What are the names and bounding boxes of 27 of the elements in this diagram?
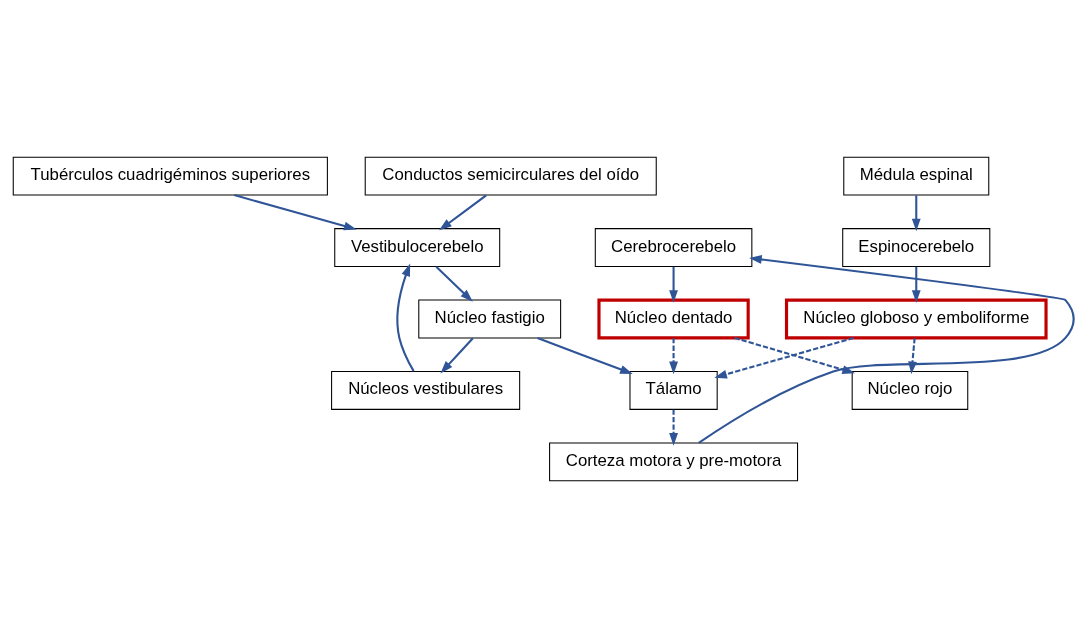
arrow: [669, 266, 678, 303]
node-box: Núcleo rojo: [851, 370, 969, 410]
arrow: [396, 263, 415, 372]
arrow: [698, 254, 1075, 444]
node-box: Corteza motora y pre-motora: [549, 441, 799, 481]
arrow: [734, 336, 855, 374]
node-box: Núcleo globoso y emboliforme: [784, 298, 1048, 339]
node-box: Tubérculos cuadrigéminos superiores: [12, 156, 328, 196]
arrow: [714, 336, 854, 379]
arrow: [669, 337, 678, 374]
node-box: Núcleo dentado: [597, 298, 750, 339]
node-box: Núcleo fastigio: [418, 299, 562, 338]
arrow: [669, 409, 678, 446]
node-box: Conductos semicirculares del oído: [364, 156, 657, 196]
arrow: [439, 194, 487, 230]
node-box: Tálamo: [629, 370, 718, 410]
arrow: [911, 194, 921, 231]
node-box: Núcleos vestibulares: [331, 370, 521, 410]
arrow: [440, 337, 474, 373]
node-box: Médula espinal: [843, 156, 990, 196]
arrow: [911, 266, 921, 303]
node-box: Espinocerebelo: [842, 227, 991, 267]
arrow: [537, 336, 633, 374]
node-box: Vestibulocerebelo: [334, 227, 501, 267]
node-box: Cerebrocerebelo: [594, 227, 753, 267]
arrow: [233, 193, 357, 230]
arrow: [435, 265, 473, 302]
